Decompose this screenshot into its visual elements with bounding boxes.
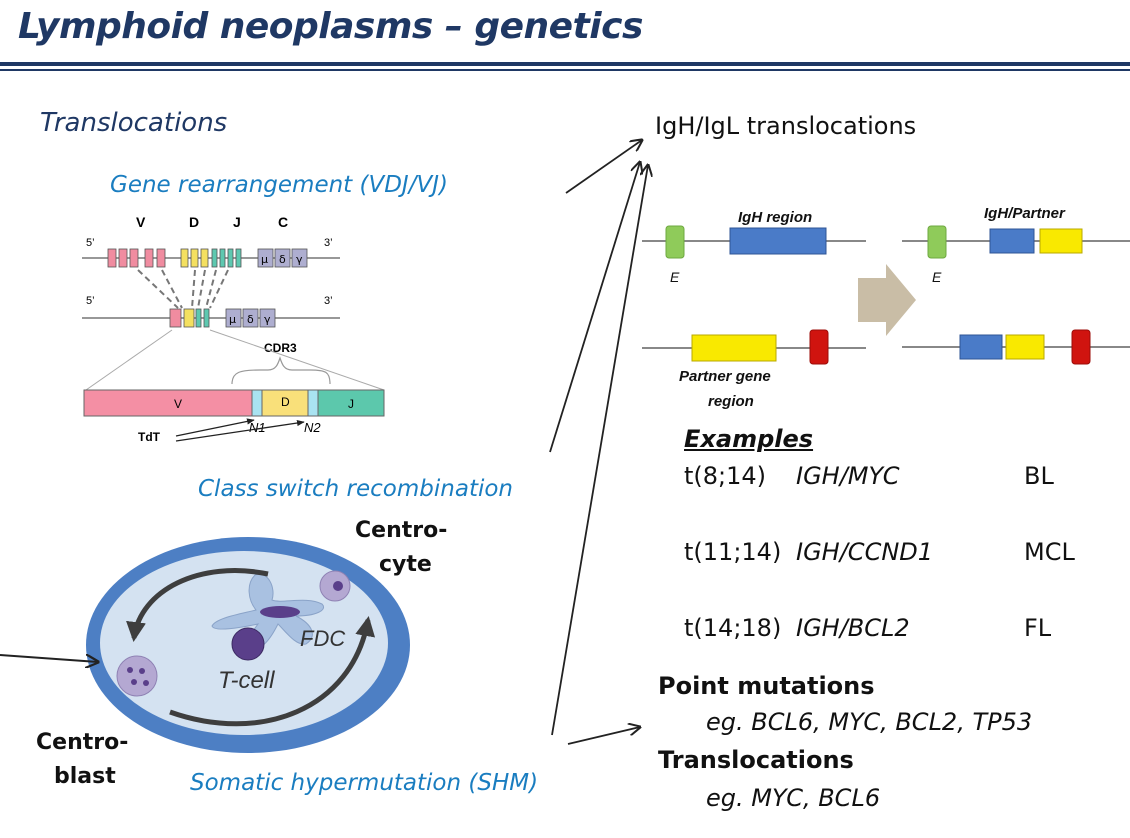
example-translocation: t(11;14) (684, 538, 782, 566)
vdj-box-j (317, 389, 385, 417)
vdj-diagram: V D J C 5’ 3’ μ δ γ (82, 214, 385, 444)
examples-heading: Examples (684, 425, 814, 453)
transform-arrow (858, 264, 916, 336)
derivative-partner-box-2 (1005, 334, 1045, 360)
vdj-box-d-label: D (281, 395, 290, 409)
centrocyte-label-line2: cyte (379, 552, 432, 577)
igh-region-label: IgH region (738, 209, 812, 226)
rearranged-segments (169, 308, 276, 328)
vdj-box-n2 (307, 389, 319, 417)
enhancer-label-1: E (670, 269, 680, 285)
arrow-shm-to-mutations (567, 727, 640, 745)
centroblast-label-line1: Centro- (36, 730, 129, 755)
translocations-heading: Translocations (40, 108, 228, 138)
vdj-detail-bar (83, 389, 385, 417)
five-prime-label-1: 5’ (86, 237, 95, 249)
shm-label: Somatic hypermutation (SHM) (190, 770, 539, 796)
translocation-schematic: IgH region E Partner gene region IgH/Par… (642, 205, 1130, 410)
centroblast-nucleolus (127, 667, 133, 673)
arrow-gene-rearrangement (565, 140, 642, 194)
partner-gene-box (691, 334, 777, 362)
fdc-nucleus (260, 606, 300, 618)
rearrangement-dashes (137, 269, 229, 309)
tcell (231, 627, 265, 661)
igh-region-box (729, 227, 827, 255)
germline-segments (107, 248, 308, 268)
slide-title: Lymphoid neoplasms – genetics (18, 6, 643, 47)
link-arrows (549, 140, 648, 745)
fdc-label: FDC (300, 626, 345, 651)
n2-label: N2 (304, 420, 321, 435)
partner-gene-label-2: region (708, 393, 754, 410)
enhancer-box-1 (665, 225, 685, 259)
enhancer-box-2 (927, 225, 947, 259)
derivative-igh-box-2 (959, 334, 1003, 360)
tdt-arrow-n2 (175, 419, 305, 442)
title-rule-thin (0, 69, 1130, 71)
partner-gene-label-1: Partner gene (679, 368, 771, 385)
class-switch-label: Class switch recombination (198, 476, 514, 502)
arrow-shm-to-igh (551, 165, 648, 736)
example-disease: FL (1024, 614, 1052, 642)
vdj-box-v-label: V (174, 397, 182, 411)
const-delta-label-2: δ (247, 313, 254, 326)
igh-partner-label: IgH/Partner (984, 205, 1066, 222)
vdj-box-j-label: J (348, 397, 354, 411)
const-delta-label-1: δ (279, 253, 286, 266)
translocations-examples: eg. MYC, BCL6 (706, 784, 881, 812)
cdr3-brace (231, 356, 331, 385)
derivative-igh-box-1 (989, 228, 1035, 254)
segment-v-label: V (136, 214, 146, 230)
example-genes: IGH/BCL2 (796, 614, 910, 642)
centrocyte-nucleus (333, 581, 343, 591)
entry-arrow (0, 654, 98, 662)
example-translocation: t(14;18) (684, 614, 782, 642)
point-mutations-examples: eg. BCL6, MYC, BCL2, TP53 (706, 708, 1033, 736)
tdt-label: TdT (138, 430, 161, 444)
zoom-line-right (209, 329, 385, 391)
centrocyte-label-line1: Centro- (355, 518, 448, 543)
cycle-arrow-upper (126, 568, 269, 642)
const-gamma-label-2: γ (264, 313, 271, 326)
germinal-center: FDC T-cell (0, 537, 410, 753)
title-rule-thick (0, 62, 1130, 66)
point-mutations-heading: Point mutations (658, 672, 875, 700)
translocations-subheading: Translocations (658, 746, 854, 774)
three-prime-label-1: 3’ (324, 237, 333, 249)
arrow-class-switch (549, 162, 640, 453)
gene-rearrangement-label: Gene rearrangement (VDJ/VJ) (110, 172, 448, 198)
enhancer-label-2: E (932, 269, 942, 285)
cycle-arrow-lower (169, 616, 376, 727)
const-mu-label-2: μ (229, 313, 236, 326)
segment-d-label: D (189, 214, 199, 230)
five-prime-label-2: 5’ (86, 295, 95, 307)
const-gamma-label-1: γ (296, 253, 303, 266)
vdj-box-v (83, 389, 253, 417)
centroblast-label-line2: blast (54, 764, 116, 789)
tdt-arrow-n1 (175, 418, 255, 437)
example-disease: MCL (1024, 538, 1075, 566)
three-prime-label-2: 3’ (324, 295, 333, 307)
vdj-box-n1 (251, 389, 263, 417)
derivative-partner-box-1 (1039, 228, 1083, 254)
const-mu-label-1: μ (261, 253, 268, 266)
tcell-label: T-cell (218, 667, 275, 694)
example-genes: IGH/CCND1 (796, 538, 934, 566)
example-disease: BL (1024, 462, 1054, 490)
segment-c-label: C (278, 214, 288, 230)
cdr3-label: CDR3 (264, 341, 297, 355)
marker-box-2 (1071, 329, 1091, 365)
centroblast-cell (116, 655, 158, 697)
example-translocation: t(8;14) (684, 462, 767, 490)
segment-j-label: J (233, 214, 241, 230)
example-genes: IGH/MYC (796, 462, 900, 490)
vdj-box-d (261, 389, 309, 417)
zoom-line-left (85, 329, 173, 391)
igh-igl-heading: IgH/IgL translocations (655, 112, 917, 140)
marker-box-1 (809, 329, 829, 365)
